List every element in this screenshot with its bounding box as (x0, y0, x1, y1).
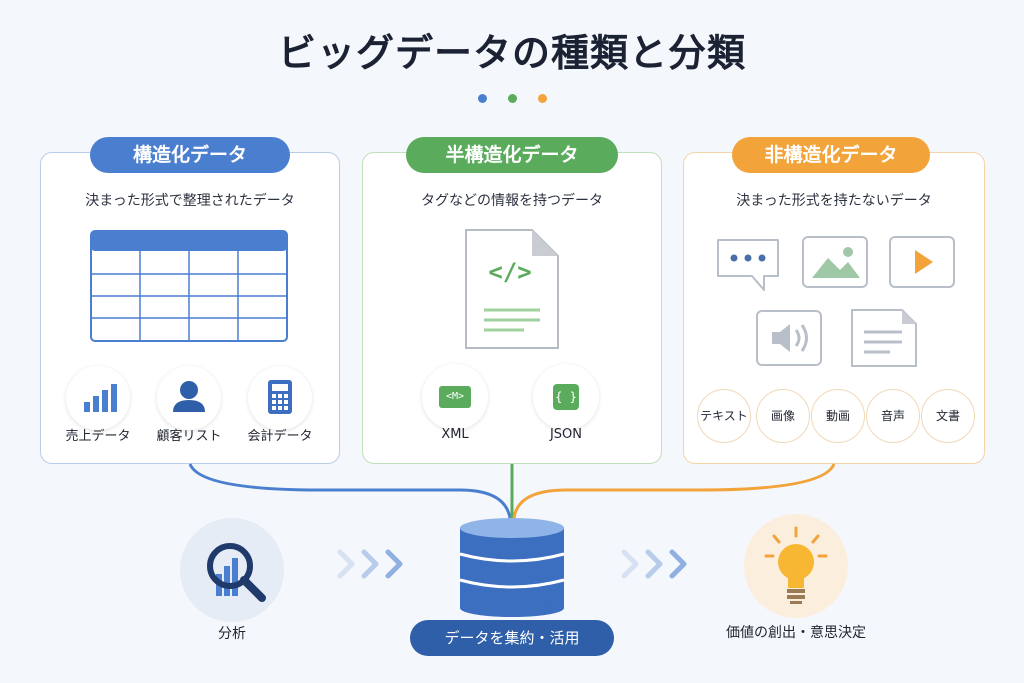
structured-item-label: 売上データ (65, 429, 131, 444)
image-icon (802, 236, 868, 288)
value-creation-label: 価値の創出・意思決定 (726, 625, 866, 641)
structured-data-subtitle: 決まった形式で整理されたデータ (85, 193, 295, 209)
code-glyph: </> (488, 258, 532, 286)
table-icon (90, 230, 288, 342)
value-creation-circle (744, 514, 848, 618)
lightbulb-icon (764, 526, 828, 604)
xml-tag-icon: <M> (439, 386, 471, 408)
calculator-icon (268, 380, 292, 414)
semi-structured-data-label: 半構造化データ (406, 137, 618, 173)
semi-item-label: XML (441, 427, 469, 442)
unstructured-data-label: 非構造化データ (732, 137, 930, 173)
xml-circle: <M> (422, 364, 488, 430)
semi-item-label: JSON (549, 427, 583, 442)
decor-dot-orange (538, 94, 547, 103)
magnifier-chart-icon (207, 543, 266, 602)
sales-data-circle (66, 366, 130, 430)
semi-structured-data-subtitle: タグなどの情報を持つデータ (421, 193, 603, 209)
accounting-data-circle (248, 366, 312, 430)
structured-item-label: 顧客リスト (156, 429, 222, 444)
json-braces-icon: { } (553, 384, 579, 410)
analysis-label: 分析 (218, 626, 246, 642)
speaker-icon (756, 310, 822, 366)
json-circle: { } (533, 364, 599, 430)
structured-data-label: 構造化データ (90, 137, 290, 173)
customer-list-circle (157, 366, 221, 430)
chevrons-right-icon (621, 549, 687, 579)
chip-video: 動画 (811, 389, 865, 443)
chip-document: 文書 (921, 389, 975, 443)
database-icon (459, 518, 565, 617)
aggregate-utilize-badge: データを集約・活用 (410, 620, 614, 656)
page-title: ビッグデータの種類と分類 (277, 31, 746, 75)
text-document-icon (851, 309, 917, 367)
user-icon (173, 381, 205, 412)
unstructured-data-subtitle: 決まった形式を持たないデータ (736, 193, 932, 209)
analysis-circle (180, 518, 284, 622)
chip-audio: 音声 (866, 389, 920, 443)
bar-chart-icon (84, 384, 117, 412)
chat-bubble-icon (717, 239, 779, 291)
structured-item-label: 会計データ (247, 429, 313, 444)
decor-dot-green (508, 94, 517, 103)
chevrons-right-icon (337, 549, 403, 579)
chip-text: テキスト (697, 389, 751, 443)
chip-image: 画像 (756, 389, 810, 443)
decor-dot-blue (478, 94, 487, 103)
video-play-icon (889, 236, 955, 288)
code-document-icon (465, 229, 559, 349)
